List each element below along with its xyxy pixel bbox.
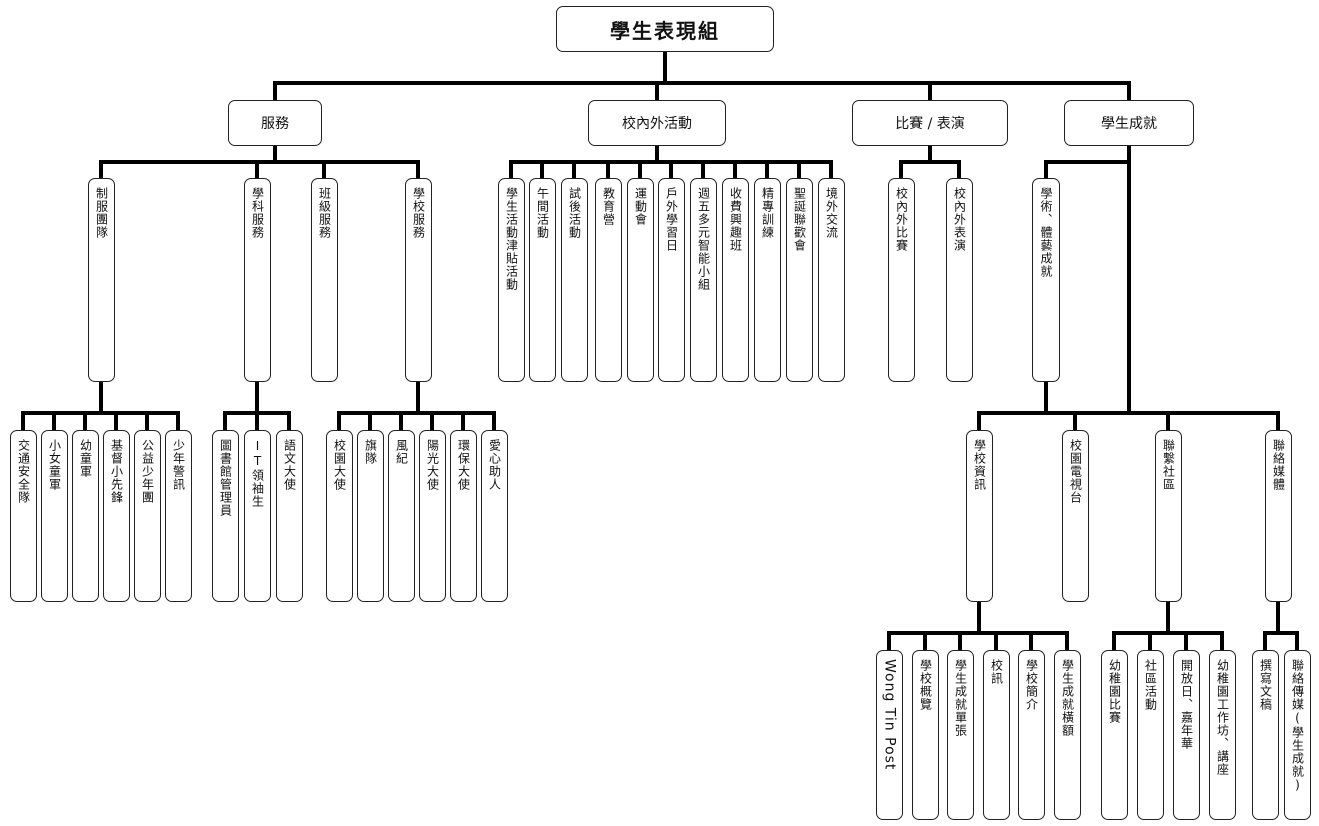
node-brownies: 小女童軍 — [41, 430, 68, 602]
node-prefect: 風紀 — [388, 430, 415, 602]
node-kindergarten-competition: 幼稚園比賽 — [1101, 650, 1128, 820]
node-school-overview: 學校概覽 — [912, 650, 939, 820]
node-school-info: 學校資訊 — [966, 430, 993, 602]
node-traffic-safety: 交通安全隊 — [10, 430, 37, 602]
node-class-service: 班級服務 — [311, 178, 338, 382]
node-education-camp: 教育營 — [595, 178, 622, 382]
node-school-service: 學校服務 — [405, 178, 432, 382]
node-newsletter: 校訊 — [983, 650, 1010, 820]
node-media-liaison: 聯絡媒體 — [1265, 430, 1292, 602]
node-helping-others: 愛心助人 — [481, 430, 508, 602]
node-christmas-party: 聖誕聯歡會 — [786, 178, 813, 382]
node-wong-tin-post: Wong Tin Post — [876, 650, 903, 820]
node-academic-achievement: 學術、體藝成就 — [1032, 178, 1060, 382]
node-it-prefect: IT領袖生 — [244, 430, 271, 602]
node-sports-day: 運動會 — [627, 178, 654, 382]
node-writing-articles: 撰寫文稿 — [1252, 650, 1279, 820]
node-junior-police: 少年警訊 — [165, 430, 192, 602]
node-flag-team: 旗隊 — [357, 430, 384, 602]
node-service: 服務 — [228, 100, 322, 146]
node-lunch-activities: 午間活動 — [529, 178, 556, 382]
node-campus-ambassador: 校園大使 — [326, 430, 353, 602]
node-subject-service: 學科服務 — [244, 178, 271, 382]
node-activity-grant: 學生活動津貼活動 — [498, 178, 525, 382]
node-achievement-banner: 學生成就橫額 — [1054, 650, 1081, 820]
node-sunshine-ambassador: 陽光大使 — [419, 430, 446, 602]
node-open-day-carnival: 開放日、嘉年華 — [1173, 650, 1200, 820]
node-contact-press: 聯絡傳媒(學生成就) — [1284, 650, 1311, 820]
node-uniform-groups: 制服團隊 — [88, 178, 115, 382]
node-root: 學生表現組 — [556, 6, 774, 52]
node-school-profile: 學校簡介 — [1018, 650, 1045, 820]
node-activities: 校內外活動 — [588, 100, 726, 146]
node-competition: 比賽 / 表演 — [852, 100, 1008, 146]
node-friday-groups: 週五多元智能小組 — [690, 178, 717, 382]
node-campus-tv: 校園電視台 — [1062, 430, 1089, 602]
node-christian-pioneers: 基督小先鋒 — [103, 430, 130, 602]
node-librarian: 圖書館管理員 — [212, 430, 239, 602]
node-achievement-leaflet: 學生成就單張 — [947, 650, 974, 820]
node-community-youth: 公益少年團 — [134, 430, 161, 602]
node-community-activities: 社區活動 — [1137, 650, 1164, 820]
node-language-ambassador: 語文大使 — [276, 430, 303, 602]
node-green-ambassador: 環保大使 — [450, 430, 477, 602]
node-outdoor-learning: 戶外學習日 — [658, 178, 685, 382]
node-achievement: 學生成就 — [1064, 100, 1194, 146]
node-performances: 校內外表演 — [946, 178, 973, 382]
node-overseas-exchange: 境外交流 — [818, 178, 845, 382]
node-cub-scouts: 幼童軍 — [72, 430, 99, 602]
node-paid-classes: 收費興趣班 — [722, 178, 749, 382]
node-elite-training: 精專訓練 — [754, 178, 781, 382]
node-post-exam: 試後活動 — [561, 178, 588, 382]
node-competitions: 校內外比賽 — [888, 178, 915, 382]
node-kindergarten-workshop: 幼稚園工作坊、講座 — [1209, 650, 1236, 820]
node-community-liaison: 聯繫社區 — [1155, 430, 1182, 602]
